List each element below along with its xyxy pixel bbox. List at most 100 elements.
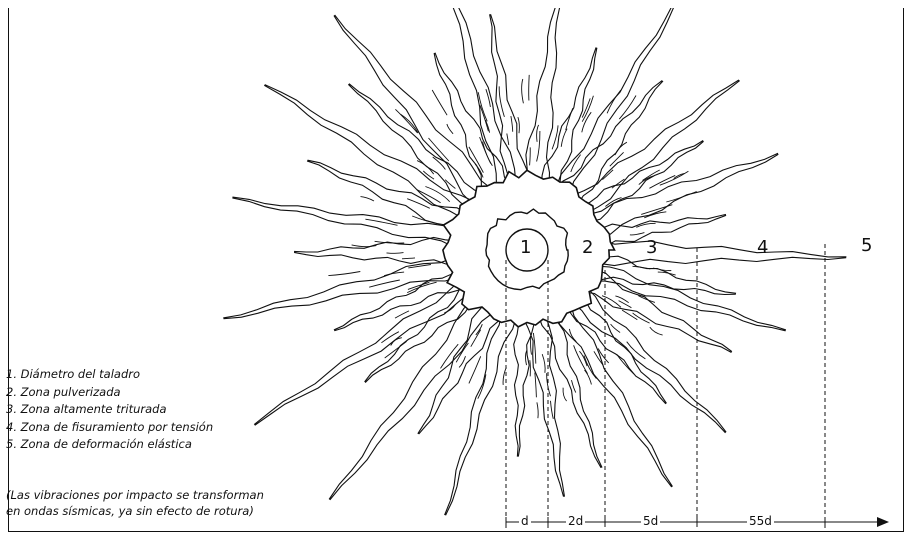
micro-fracture bbox=[618, 300, 632, 309]
micro-fracture bbox=[510, 116, 514, 132]
crack-ray bbox=[306, 159, 469, 234]
micro-fracture bbox=[571, 379, 577, 393]
micro-fracture bbox=[657, 271, 676, 276]
micro-fracture bbox=[581, 95, 594, 122]
micro-fracture bbox=[638, 295, 656, 303]
crack-ray bbox=[433, 52, 510, 199]
micro-fracture bbox=[550, 400, 554, 420]
micro-fracture bbox=[458, 356, 466, 368]
micro-fracture bbox=[477, 92, 488, 122]
micro-fracture bbox=[401, 257, 416, 260]
micro-fracture bbox=[644, 211, 667, 219]
micro-fracture bbox=[601, 295, 622, 308]
zone-label-1: 1 bbox=[520, 237, 532, 258]
crack-ray bbox=[553, 300, 673, 488]
micro-fracture bbox=[381, 331, 400, 344]
crack-ray bbox=[489, 14, 529, 189]
micro-fracture bbox=[573, 345, 588, 375]
micro-fracture bbox=[395, 108, 418, 133]
crack-ray bbox=[570, 285, 727, 434]
micro-fracture bbox=[444, 304, 457, 314]
micro-fracture bbox=[422, 170, 435, 180]
micro-fracture bbox=[412, 215, 441, 225]
micro-fracture bbox=[629, 232, 645, 236]
micro-fracture bbox=[479, 136, 492, 164]
micro-fracture bbox=[560, 128, 568, 147]
micro-fracture bbox=[365, 218, 398, 226]
micro-fracture bbox=[536, 402, 539, 419]
micro-fracture bbox=[581, 98, 591, 118]
crack-ray bbox=[537, 308, 603, 468]
note-line: (Las vibraciones por impacto se transfor… bbox=[6, 488, 264, 502]
micro-fracture bbox=[581, 111, 592, 133]
micro-fracture bbox=[506, 133, 510, 146]
micro-fracture bbox=[432, 156, 446, 170]
micro-fracture bbox=[551, 125, 559, 150]
micro-fracture bbox=[652, 267, 672, 272]
micro-fracture bbox=[446, 123, 454, 135]
micro-fracture bbox=[530, 336, 532, 355]
zone-label-5: 5 bbox=[861, 235, 873, 256]
micro-fracture bbox=[525, 350, 528, 366]
crack-ray bbox=[565, 289, 667, 405]
micro-fracture bbox=[621, 309, 638, 321]
crack-ray bbox=[577, 140, 704, 223]
micro-fracture bbox=[384, 341, 407, 359]
micro-fracture bbox=[390, 337, 402, 346]
micro-fracture bbox=[394, 310, 410, 319]
blast-fracture-diagram bbox=[223, 8, 889, 528]
diagram-frame: 1 2 3 4 5 d 2d 5d 55d bbox=[8, 8, 904, 532]
dimension-label-2d: 2d bbox=[566, 514, 586, 528]
crack-ray bbox=[593, 213, 727, 252]
micro-fracture bbox=[605, 197, 622, 207]
legend-item: 1. Diámetro del taladro bbox=[6, 367, 141, 381]
micro-fracture bbox=[532, 332, 537, 364]
micro-fracture bbox=[546, 373, 551, 397]
micro-fracture bbox=[570, 154, 581, 173]
micro-fracture bbox=[479, 104, 489, 132]
crack-ray bbox=[347, 83, 488, 210]
micro-fracture bbox=[408, 264, 431, 269]
micro-fracture bbox=[400, 113, 419, 134]
micro-fracture bbox=[642, 169, 660, 181]
micro-fracture bbox=[673, 172, 685, 179]
micro-fracture bbox=[374, 240, 405, 244]
micro-fracture bbox=[666, 191, 697, 203]
zone-label-3: 3 bbox=[646, 237, 658, 258]
micro-fracture bbox=[638, 175, 654, 185]
micro-fracture bbox=[632, 312, 650, 324]
micro-fracture bbox=[440, 343, 459, 369]
legend: 1. Diámetro del taladro 2. Zona pulveriz… bbox=[6, 366, 366, 454]
micro-fracture bbox=[407, 281, 437, 294]
micro-fracture bbox=[498, 86, 505, 118]
legend-item: 5. Zona de deformación elástica bbox=[6, 437, 192, 451]
micro-fracture bbox=[584, 369, 592, 385]
legend-item: 3. Zona altamente triturada bbox=[6, 402, 167, 416]
micro-fracture bbox=[521, 78, 524, 104]
micro-fracture bbox=[536, 130, 541, 162]
micro-fracture bbox=[534, 372, 537, 398]
micro-fracture bbox=[428, 137, 450, 162]
crack-ray bbox=[444, 309, 518, 516]
micro-fracture bbox=[618, 95, 637, 120]
micro-fracture bbox=[529, 360, 531, 377]
crack-ray bbox=[452, 8, 517, 192]
micro-fracture bbox=[416, 160, 435, 175]
micro-fracture bbox=[416, 189, 441, 204]
micro-fracture bbox=[360, 196, 375, 202]
micro-fracture bbox=[407, 198, 430, 209]
crack-ray bbox=[232, 196, 461, 250]
crack-ray bbox=[554, 80, 664, 206]
crack-ray bbox=[586, 152, 779, 240]
micro-fracture bbox=[568, 328, 577, 343]
micro-fracture bbox=[468, 146, 484, 173]
vibration-note: (Las vibraciones por impacto se transfor… bbox=[6, 487, 386, 519]
crack-ray bbox=[521, 312, 566, 497]
crack-ray bbox=[294, 236, 458, 268]
micro-fracture bbox=[425, 186, 451, 203]
legend-item: 4. Zona de fisuramiento por tensión bbox=[6, 419, 214, 434]
crack-ray bbox=[328, 295, 498, 501]
micro-fracture bbox=[351, 244, 377, 248]
crack-ray bbox=[540, 47, 598, 194]
crack-ray bbox=[589, 265, 787, 332]
